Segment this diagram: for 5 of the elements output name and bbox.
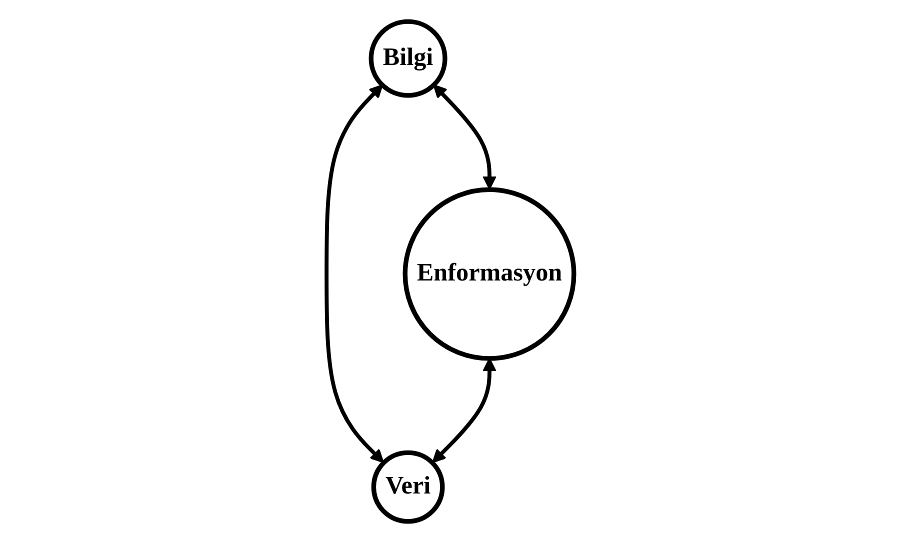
double-arrow (433, 84, 497, 190)
circle-node: Veri (372, 450, 445, 524)
circle-node: Enformasyon (403, 187, 577, 361)
circle-node: Bilgi (369, 19, 448, 98)
double-arrow (324, 84, 384, 463)
